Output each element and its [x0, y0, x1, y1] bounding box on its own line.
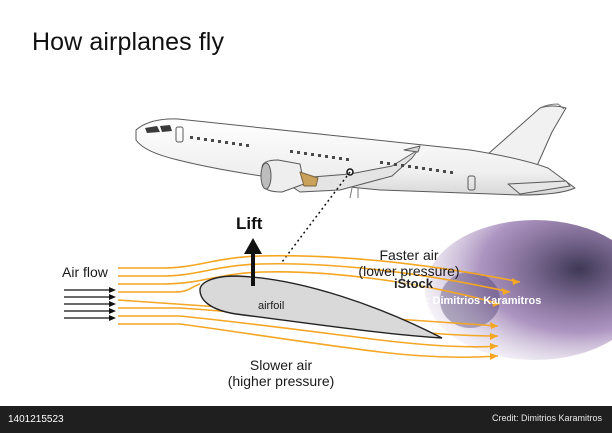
footer-credit: Credit: Dimitrios Karamitros [491, 413, 602, 423]
airflow-streamlines [117, 254, 521, 358]
faster-air-label: Faster air (lower pressure) [344, 247, 474, 279]
airfoil-label: airfoil [258, 300, 285, 312]
image-id: 1401215523 [8, 414, 64, 425]
airplane-illustration [135, 103, 576, 199]
wing-leader-line [281, 171, 351, 263]
slower-air-line1: Slower air [249, 357, 313, 373]
faster-air-line2: (lower pressure) [358, 263, 460, 279]
lift-label: Lift [236, 214, 263, 233]
watermark-brand: iStock [394, 276, 434, 291]
airflow-arrowheads [490, 278, 520, 360]
faster-air-line1: Faster air [379, 247, 439, 263]
watermark-author: Credit: Dimitrios Karamitros [394, 295, 542, 307]
airfoil-shape [199, 275, 443, 339]
footer-bar: 1401215523 Credit: Dimitrios Karamitros [0, 406, 612, 433]
watermark-glow [425, 220, 612, 360]
air-flow-arrows [64, 287, 116, 321]
slower-air-line2: (higher pressure) [227, 373, 335, 389]
slower-air-label: Slower air (higher pressure) [206, 357, 356, 389]
page-title: How airplanes fly [32, 28, 225, 56]
up-arrow-icon [244, 238, 262, 286]
cabin-windows [190, 136, 453, 174]
air-flow-label: Air flow [62, 264, 108, 280]
